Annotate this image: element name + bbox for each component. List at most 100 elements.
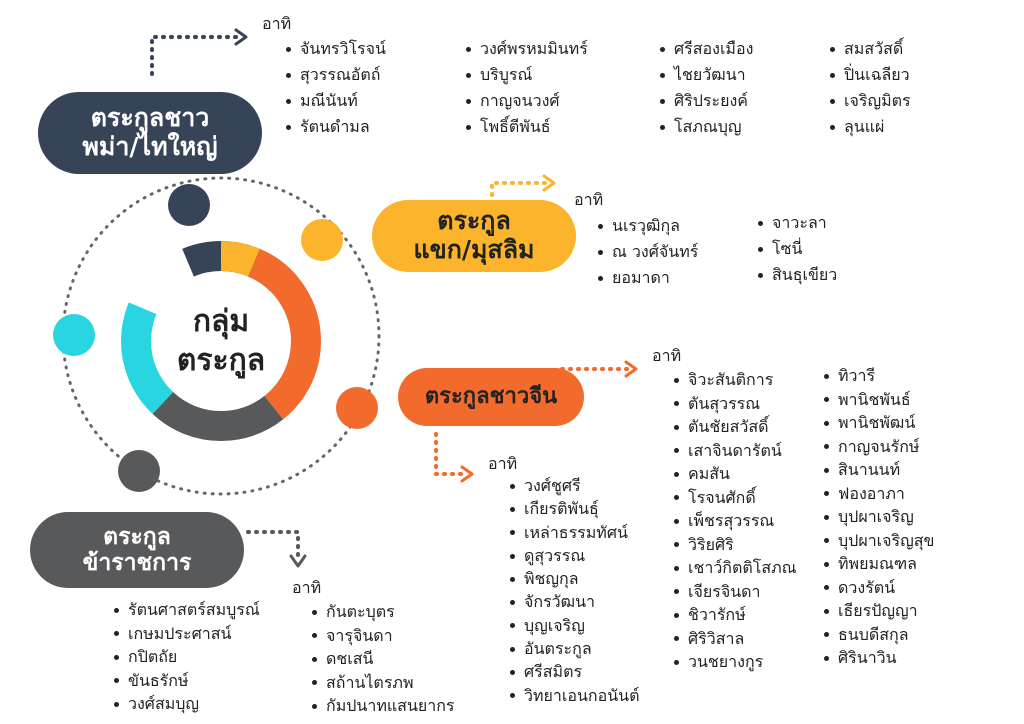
family-name-item: เหล่าธรรมทัศน์ <box>508 521 639 544</box>
family-name-item: กาญจนรักษ์ <box>822 435 934 459</box>
chinese-family-pill: ตระกูลชาวจีน <box>398 368 584 426</box>
family-name-item: ดูสุวรรณ <box>508 544 639 567</box>
orbit-dot-yellow <box>301 219 343 261</box>
center-title-line1: กลุ่ม <box>192 304 250 339</box>
family-name-item: โสภณบุญ <box>658 114 753 140</box>
family-name-item: โซนี่ <box>756 236 837 262</box>
family-name-item: เกษมประศาสน์ <box>112 622 260 646</box>
orbit-dot-gray <box>118 450 160 492</box>
family-name-item: จาวะลา <box>756 210 837 236</box>
family-name-item: ศิรินาวิน <box>822 646 934 670</box>
family-name-item: วิริยศิริ <box>672 533 797 557</box>
family-name-item: ทิวารี <box>822 364 934 388</box>
arrow-burmese <box>150 28 248 76</box>
burmese-names-col3: ศรีสองเมืองไชยวัฒนาศิริประยงค์โสภณบุญ <box>658 36 753 140</box>
family-name-item: ทิพยมณฑล <box>822 552 934 576</box>
center-title: กลุ่ม ตระกูล <box>136 256 306 426</box>
family-name-item: อันตระกูล <box>508 637 639 660</box>
family-name-item: ณ วงศ์จันทร์ <box>596 239 698 265</box>
family-name-item: ฟองอาภา <box>822 482 934 506</box>
official-names-col2: กันตะบุตรจารุจินดาดชเสนีสถ้านไตรภพกัมปนา… <box>310 600 455 718</box>
center-title-line2: ตระกูล <box>176 343 266 378</box>
family-name-item: วนชยางกูร <box>672 650 797 674</box>
family-name-item: ยอมาดา <box>596 265 698 291</box>
family-name-item: สถ้านไตรภพ <box>310 671 455 695</box>
family-name-item: พานิชพันธ์ <box>822 388 934 412</box>
burmese-title-line2: พม่า/ไทใหญ่ <box>82 132 218 161</box>
family-name-item: บุปผาเจริญ <box>822 505 934 529</box>
family-name-item: กาญจนวงศ์ <box>464 88 588 114</box>
family-name-item: เชาว์กิตติโสภณ <box>672 556 797 580</box>
family-name-item: ศิริประยงค์ <box>658 88 753 114</box>
burmese-family-pill: ตระกูลชาว พม่า/ไทใหญ่ <box>38 92 262 174</box>
burmese-example-label: อาทิ <box>262 14 292 33</box>
arrow-chinese-right <box>560 360 638 378</box>
family-name-item: วงศ์พรหมมินทร์ <box>464 36 588 62</box>
muslim-names-col2: จาวะลาโซนี่สินธุเขียว <box>756 210 837 288</box>
family-name-item: บุญเจริญ <box>508 614 639 637</box>
family-name-item: สินธุเขียว <box>756 262 837 288</box>
official-example-label: อาทิ <box>292 578 322 597</box>
family-name-item: กันตะบุตร <box>310 600 455 624</box>
family-name-item: วงศ์สมบุญ <box>112 692 260 716</box>
family-name-item: บุปผาเจริญสุข <box>822 529 934 553</box>
family-name-item: เสาจินดารัตน์ <box>672 439 797 463</box>
family-name-item: สินานนท์ <box>822 458 934 482</box>
family-name-item: คมสัน <box>672 462 797 486</box>
official-title-line2: ข้าราชการ <box>82 550 192 576</box>
chinese-example-label-left: อาทิ <box>488 454 518 473</box>
burmese-names-col4: สมสวัสดิ์ปิ่นเฉลียวเจริญมิตรลุนแผ่ <box>828 36 911 140</box>
family-name-item: ศรีสมิตร <box>508 660 639 683</box>
family-name-item: กัมปนาทแสนยากร <box>310 694 455 718</box>
family-name-item: ลุนแผ่ <box>828 114 911 140</box>
official-family-pill: ตระกูล ข้าราชการ <box>30 512 244 588</box>
arrow-chinese-down <box>434 432 474 483</box>
chinese-names-col-c: ทิวารีพานิชพันธ์พานิชพัฒน์กาญจนรักษ์สินา… <box>822 364 934 670</box>
family-name-item: จันทรวิโรจน์ <box>284 36 386 62</box>
arrow-muslim <box>490 174 556 197</box>
family-name-item: จักรวัฒนา <box>508 590 639 613</box>
burmese-names-col1: จันทรวิโรจน์สุวรรณอัตถ์มณีนันท์รัตนดำมล <box>284 36 386 140</box>
family-name-item: ตันชัยสวัสดิ์ <box>672 415 797 439</box>
family-name-item: เกียรติพันธุ์ <box>508 497 639 520</box>
family-name-item: โรจนศักดิ์ <box>672 486 797 510</box>
chinese-example-label-right: อาทิ <box>652 346 682 365</box>
orbit-dot-cyan <box>53 314 95 356</box>
family-name-item: พานิชพัฒน์ <box>822 411 934 435</box>
family-name-item: จิวะสันติการ <box>672 368 797 392</box>
family-name-item: ตันสุวรรณ <box>672 392 797 416</box>
family-name-item: เจียรจินดา <box>672 580 797 604</box>
family-name-item: กปิตถัย <box>112 645 260 669</box>
family-name-item: โพธิ์ตีพันธ์ <box>464 114 588 140</box>
family-name-item: ชิวารักษ์ <box>672 603 797 627</box>
family-name-item: บริบูรณ์ <box>464 62 588 88</box>
arrow-official <box>246 530 307 568</box>
muslim-example-label: อาทิ <box>574 190 604 209</box>
center-ring <box>121 241 321 441</box>
chinese-names-col-b: จิวะสันติการตันสุวรรณตันชัยสวัสดิ์เสาจิน… <box>672 368 797 674</box>
family-name-item: วงศ์ชูศรี <box>508 474 639 497</box>
muslim-title-line2: แขก/มุสลิม <box>413 235 535 264</box>
family-name-item: ดวงรัตน์ <box>822 576 934 600</box>
family-name-item: ไชยวัฒนา <box>658 62 753 88</box>
muslim-family-pill: ตระกูล แขก/มุสลิม <box>372 200 576 272</box>
family-name-item: เพ็ชรสุวรรณ <box>672 509 797 533</box>
family-name-item: ปิ่นเฉลียว <box>828 62 911 88</box>
family-name-item: สมสวัสดิ์ <box>828 36 911 62</box>
burmese-names-col2: วงศ์พรหมมินทร์บริบูรณ์กาญจนวงศ์โพธิ์ตีพั… <box>464 36 588 140</box>
muslim-title-line1: ตระกูล <box>437 206 511 236</box>
chinese-title: ตระกูลชาวจีน <box>424 384 558 410</box>
official-names-col1: รัตนศาสตร์สมบูรณ์เกษมประศาสน์กปิตถัยขันธ… <box>112 598 260 716</box>
family-name-item: ศิริวิสาล <box>672 627 797 651</box>
family-name-item: นเรวุฒิกุล <box>596 213 698 239</box>
family-name-item: เธียรปัญญา <box>822 599 934 623</box>
family-name-item: เจริญมิตร <box>828 88 911 114</box>
orbit-dot-dark <box>168 184 210 226</box>
family-name-item: รัตนดำมล <box>284 114 386 140</box>
family-name-item: สุวรรณอัตถ์ <box>284 62 386 88</box>
family-name-item: ศรีสองเมือง <box>658 36 753 62</box>
family-name-item: วิทยาเอนกอนันต์ <box>508 684 639 707</box>
family-name-item: ขันธรักษ์ <box>112 669 260 693</box>
orbit-dot-orange <box>336 387 378 429</box>
